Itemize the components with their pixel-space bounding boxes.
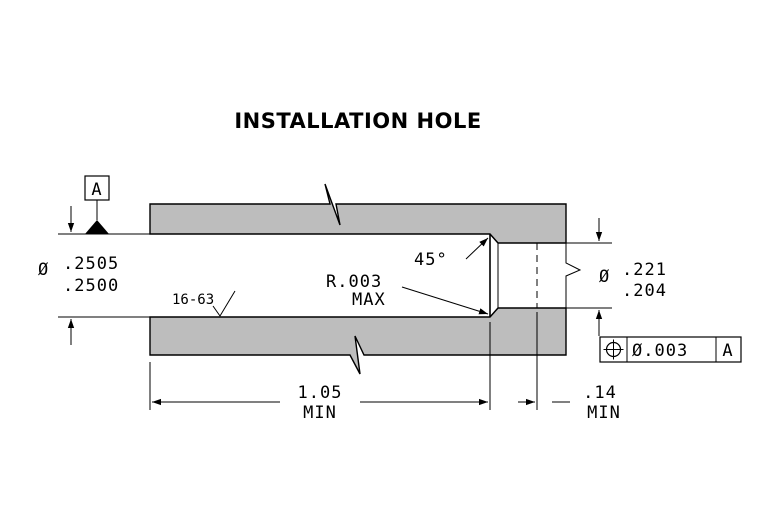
position-symbol-icon bbox=[603, 339, 624, 360]
small-diameter-lower: .204 bbox=[622, 281, 667, 301]
position-tolerance-value: Ø.003 bbox=[632, 341, 688, 361]
length-main-dimension: 1.05 MIN bbox=[152, 383, 488, 423]
position-tolerance-datum: A bbox=[722, 341, 733, 361]
radius-line1: R.003 bbox=[326, 272, 382, 292]
length-main-value: 1.05 bbox=[298, 383, 343, 403]
length-step-dimension: .14 MIN bbox=[518, 383, 621, 423]
length-step-qualifier: MIN bbox=[587, 403, 621, 423]
length-extension-lines bbox=[149, 312, 538, 410]
small-diameter-dimension-lines bbox=[566, 218, 612, 336]
lower-wall bbox=[149, 307, 567, 375]
length-step-value: .14 bbox=[583, 383, 617, 403]
bore-diameter-dimension-lines bbox=[58, 206, 150, 345]
bore-break-line bbox=[565, 243, 582, 308]
surface-finish-label: 16-63 bbox=[172, 292, 214, 308]
bore-diameter-lower: .2500 bbox=[63, 276, 119, 296]
drawing-title: INSTALLATION HOLE bbox=[234, 109, 481, 133]
chamfer-callout: 45° bbox=[414, 237, 489, 270]
length-main-qualifier: MIN bbox=[303, 403, 337, 423]
chamfer-step bbox=[489, 233, 499, 318]
upper-wall bbox=[149, 183, 567, 244]
bore-diameter-upper: .2505 bbox=[63, 254, 119, 274]
surface-finish-callout: 16-63 bbox=[172, 290, 236, 317]
datum-letter: A bbox=[91, 180, 102, 200]
datum-a-symbol: A bbox=[84, 175, 110, 234]
chamfer-label: 45° bbox=[414, 250, 448, 270]
radius-line2: MAX bbox=[352, 290, 386, 310]
bore-diameter-prefix: Ø bbox=[38, 260, 49, 280]
small-diameter-prefix: Ø bbox=[599, 267, 610, 287]
small-diameter-upper: .221 bbox=[622, 260, 667, 280]
radius-callout: R.003 MAX bbox=[326, 272, 489, 315]
feature-control-frame: Ø.003 A bbox=[599, 336, 742, 363]
bore-diameter-label: Ø .2505 .2500 bbox=[38, 254, 119, 296]
small-diameter-label: Ø .221 .204 bbox=[599, 260, 667, 301]
